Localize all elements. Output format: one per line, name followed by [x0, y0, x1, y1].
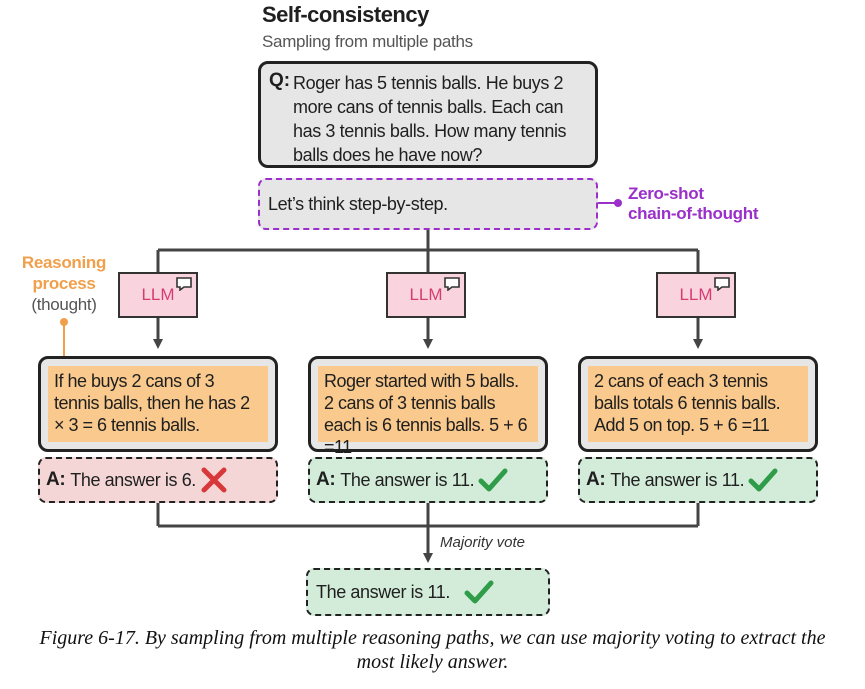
final-answer-box: The answer is 11. — [306, 568, 550, 616]
cross-icon — [200, 466, 228, 494]
check-icon — [464, 579, 494, 605]
reasoning-text-2: Roger started with 5 balls. 2 cans of 3 … — [318, 366, 538, 457]
reasoning-box-1: If he buys 2 cans of 3 tennis balls, the… — [38, 356, 278, 452]
llm-label-3: LLM — [679, 285, 713, 304]
speech-bubble-icon — [714, 277, 730, 291]
reasoning-text-1: If he buys 2 cans of 3 tennis balls, the… — [48, 366, 268, 442]
cot-prompt-box: Let’s think step-by-step. — [258, 178, 598, 230]
answer-text-1: The answer is 6. — [70, 469, 196, 490]
reasoning-label: Reasoning process (thought) — [14, 252, 114, 315]
reasoning-label-line2: process — [32, 274, 96, 293]
llm-label-1: LLM — [141, 285, 175, 304]
speech-bubble-icon — [444, 277, 460, 291]
reasoning-label-line3: (thought) — [31, 295, 97, 314]
reasoning-box-3: 2 cans of each 3 tennis balls totals 6 t… — [578, 356, 818, 452]
answer-label-3: A: — [586, 469, 606, 490]
question-text: Roger has 5 tennis balls. He buys 2 more… — [293, 73, 567, 165]
final-answer-text: The answer is 11. — [316, 581, 450, 602]
check-icon — [748, 467, 778, 493]
answer-text-3: The answer is 11. — [610, 469, 745, 490]
cot-pointer-dot — [614, 199, 622, 207]
answer-label-1: A: — [46, 469, 66, 490]
majority-vote-label: Majority vote — [440, 534, 526, 551]
figure-caption-line2: most likely answer. — [356, 651, 509, 673]
llm-box-2: LLM — [386, 272, 466, 318]
figure-caption: Figure 6-17. By sampling from multiple r… — [0, 626, 865, 674]
reasoning-pointer-dot — [60, 318, 68, 326]
llm-label-2: LLM — [409, 285, 443, 304]
answer-box-3: A: The answer is 11. — [578, 457, 818, 503]
answer-box-1: A: The answer is 6. — [38, 457, 278, 503]
diagram-subtitle: Sampling from multiple paths — [262, 32, 473, 51]
answer-label-2: A: — [316, 469, 336, 490]
question-box: Q: Roger has 5 tennis balls. He buys 2 m… — [258, 61, 598, 168]
cot-label-line1: Zero-shot — [628, 184, 704, 203]
check-icon — [478, 467, 508, 493]
reasoning-text-3: 2 cans of each 3 tennis balls totals 6 t… — [588, 366, 808, 442]
reasoning-label-line1: Reasoning — [21, 253, 107, 272]
figure-caption-line1: Figure 6-17. By sampling from multiple r… — [39, 627, 826, 649]
cot-label: Zero-shot chain-of-thought — [628, 184, 759, 224]
reasoning-box-2: Roger started with 5 balls. 2 cans of 3 … — [308, 356, 548, 457]
speech-bubble-icon — [176, 277, 192, 291]
cot-label-line2: chain-of-thought — [628, 204, 759, 223]
question-label: Q: — [269, 70, 291, 91]
answer-box-2: A: The answer is 11. — [308, 457, 548, 503]
llm-box-3: LLM — [656, 272, 736, 318]
answer-text-2: The answer is 11. — [340, 469, 475, 490]
diagram-title: Self-consistency — [262, 2, 429, 27]
llm-box-1: LLM — [118, 272, 198, 318]
